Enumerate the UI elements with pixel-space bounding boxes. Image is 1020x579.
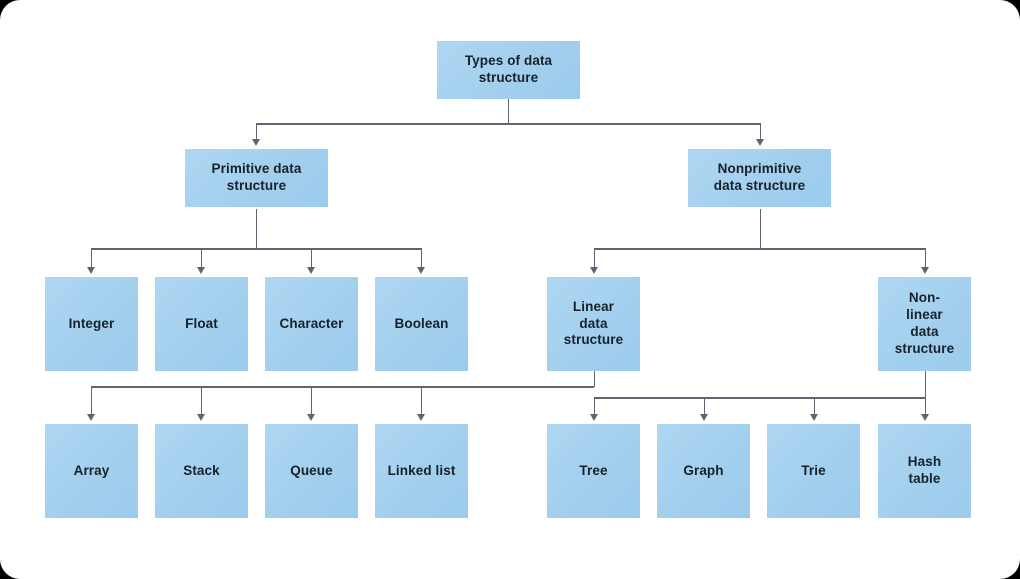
connector-nonlinear-to-trie xyxy=(813,397,816,414)
node-graph[interactable]: Graph xyxy=(657,424,750,518)
arrow-nonlinear-to-trie xyxy=(809,414,818,421)
node-types-of-data-structure[interactable]: Types of data structure xyxy=(437,41,580,99)
connector-linear-to-linked-list xyxy=(420,386,423,414)
connector-root-bus xyxy=(256,123,760,125)
connector-root-to-primitive xyxy=(255,123,258,139)
connector-primitive-stem xyxy=(255,209,258,249)
node-stack[interactable]: Stack xyxy=(155,424,248,518)
arrow-nonlinear-to-graph xyxy=(699,414,708,421)
node-integer[interactable]: Integer xyxy=(45,277,138,371)
connector-nonlinear-stem xyxy=(924,371,927,398)
arrow-nonprimitive-to-linear xyxy=(589,267,598,274)
arrow-linear-to-queue xyxy=(306,414,315,421)
connector-nonlinear-bus xyxy=(594,397,925,399)
node-non-linear-data-structure[interactable]: Non- linear data structure xyxy=(878,277,971,371)
node-array[interactable]: Array xyxy=(45,424,138,518)
arrow-linear-to-linked-list xyxy=(416,414,425,421)
node-queue[interactable]: Queue xyxy=(265,424,358,518)
node-hash-table[interactable]: Hash table xyxy=(878,424,971,518)
arrow-root-to-nonprimitive xyxy=(755,139,764,146)
connector-nonlinear-to-tree xyxy=(593,397,596,414)
node-character[interactable]: Character xyxy=(265,277,358,371)
arrow-root-to-primitive xyxy=(251,139,260,146)
arrow-nonlinear-to-tree xyxy=(589,414,598,421)
arrow-nonlinear-to-hash-table xyxy=(920,414,929,421)
node-primitive-data-structure[interactable]: Primitive data structure xyxy=(185,149,328,207)
node-boolean[interactable]: Boolean xyxy=(375,277,468,371)
connector-nonprimitive-to-linear xyxy=(593,248,596,267)
node-linear-data-structure[interactable]: Linear data structure xyxy=(547,277,640,371)
arrow-nonprimitive-to-nonlinear xyxy=(920,267,929,274)
connector-primitive-to-character xyxy=(310,248,313,267)
connector-nonlinear-to-graph xyxy=(703,397,706,414)
arrow-primitive-to-integer xyxy=(86,267,95,274)
connector-linear-to-array xyxy=(90,386,93,414)
arrow-primitive-to-character xyxy=(306,267,315,274)
connector-nonprimitive-stem xyxy=(759,209,762,249)
node-trie[interactable]: Trie xyxy=(767,424,860,518)
arrow-primitive-to-boolean xyxy=(416,267,425,274)
connector-primitive-to-boolean xyxy=(420,248,423,267)
connector-nonlinear-to-hash-table xyxy=(924,397,927,414)
connector-linear-bus xyxy=(91,386,594,388)
connector-linear-to-stack xyxy=(200,386,203,414)
connector-root-stem xyxy=(507,99,510,124)
node-nonprimitive-data-structure[interactable]: Nonprimitive data structure xyxy=(688,149,831,207)
node-float[interactable]: Float xyxy=(155,277,248,371)
connector-primitive-to-float xyxy=(200,248,203,267)
arrow-linear-to-array xyxy=(86,414,95,421)
node-linked-list[interactable]: Linked list xyxy=(375,424,468,518)
arrow-linear-to-stack xyxy=(196,414,205,421)
connector-nonprimitive-to-nonlinear xyxy=(924,248,927,267)
connector-linear-to-queue xyxy=(310,386,313,414)
connector-primitive-to-integer xyxy=(90,248,93,267)
connector-primitive-bus xyxy=(91,248,422,250)
connector-linear-stem xyxy=(593,371,596,387)
connector-root-to-nonprimitive xyxy=(759,123,762,139)
node-tree[interactable]: Tree xyxy=(547,424,640,518)
arrow-primitive-to-float xyxy=(196,267,205,274)
connector-nonprimitive-bus xyxy=(594,248,925,250)
